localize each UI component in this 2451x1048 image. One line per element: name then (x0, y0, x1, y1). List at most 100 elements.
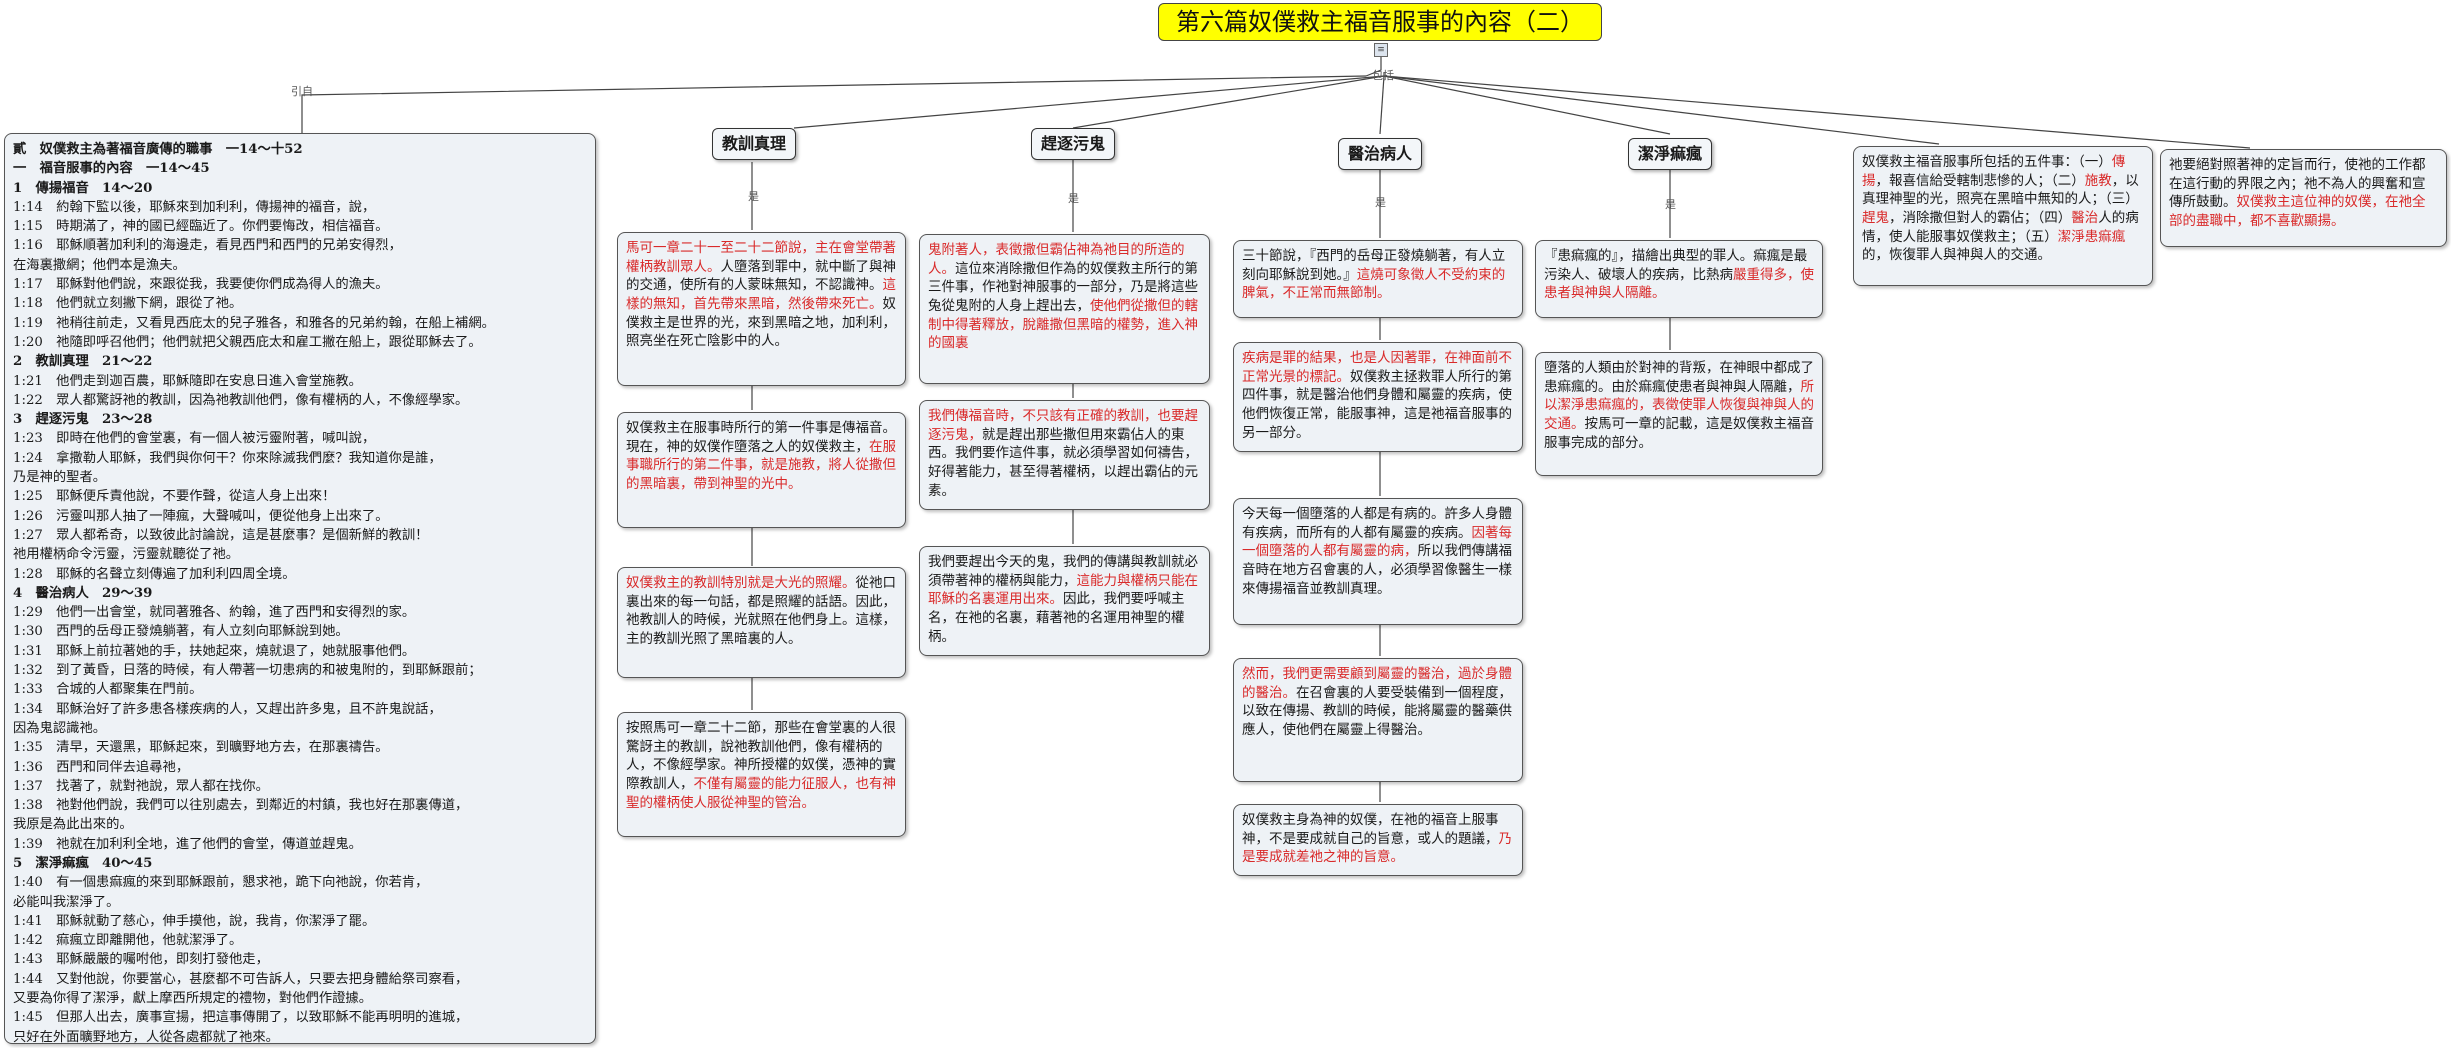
highlight-text: 嚴重得多，使患者與神與人隔離。 (1544, 266, 1814, 302)
scripture-verse: 1:41 耶穌就動了慈心，伸手摸他，說，我肯，你潔淨了罷。 (13, 913, 376, 929)
scripture-verse: 1:37 找著了，就對祂說，眾人都在找你。 (13, 778, 269, 794)
scripture-verse: 1:39 祂就在加利利全地，進了他們的會堂，傳道並趕鬼。 (13, 836, 362, 852)
note-text: 祂要絕對照著神的定旨而行，使祂的工作都在這行動的界限之內；祂不為人的興奮和宣傳所… (2169, 157, 2426, 211)
scripture-verse: 1:40 有一個患痲瘋的來到耶穌跟前，懇求祂，跪下向祂說，你若肯， (13, 875, 429, 891)
scripture-verse: 1:34 耶穌治好了許多患各樣疾病的人，又趕出許多鬼，且不許鬼說話， (13, 701, 442, 717)
scripture-verse: 因為鬼認識祂。 (13, 720, 107, 736)
scripture-verse: 1:45 但那人出去，廣事宣揚，把這事傳開了，以致耶穌不能再明明的進城， (13, 1010, 469, 1026)
topic-cast-demons[interactable]: 趕逐污鬼 (1031, 128, 1115, 160)
highlight-text: 疾病是罪的結果，也是人因著罪，在神面前不正常光景的標記。 (1242, 350, 1512, 385)
highlight-text: 馬可一章二十一至二十二節說，主在會堂帶著權柄教訓眾人。 (626, 240, 896, 275)
note-text: 按馬可一章的記載，這是奴僕救主福音服事完成的部分。 (1544, 415, 1814, 451)
topic-teach-truth[interactable]: 教訓真理 (712, 128, 796, 160)
scripture-verse: 1:21 他們走到迦百農，耶穌隨即在安息日進入會堂施教。 (13, 373, 362, 389)
scripture-verse: 1:42 痲瘋立即離開他，他就潔淨了。 (13, 933, 243, 949)
note-text: 所以我們傳講福音時在地方召會裏的人，必須學習像醫生一樣來傳揚福音並教訓真理。 (1242, 543, 1512, 597)
scripture-verse: 1:36 西門和同伴去追尋祂， (13, 759, 190, 775)
highlight-text: 乃是要成就差祂之神的旨意。 (1242, 830, 1512, 866)
scripture-heading: 4 醫治病人 29～39 (13, 585, 153, 601)
topic-cleanse-leper[interactable]: 潔淨痲瘋 (1628, 138, 1712, 170)
note-demon-2: 我們傳福音時，不只該有正確的教訓，也要趕逐污鬼，就是趕出那些撒但用來霸佔人的東西… (919, 400, 1210, 510)
highlight-text: 所以潔淨患痲瘋的，表徵使罪人恢復與神與人的交通。 (1544, 378, 1814, 432)
branch-leprosy (1383, 75, 1671, 135)
scripture-heading: 3 趕逐污鬼 23～28 (13, 412, 153, 428)
note-heal-2: 疾病是罪的結果，也是人因著罪，在神面前不正常光景的標記。奴僕救主拯救罪人所行的第… (1233, 342, 1523, 452)
scripture-verse: 1:32 到了黃昏，日落的時候，有人帶著一切患病的和被鬼附的，到耶穌跟前； (13, 663, 482, 679)
note-teach-1: 馬可一章二十一至二十二節說，主在會堂帶著權柄教訓眾人。人墮落到罪中，就中斷了與神… (617, 232, 906, 386)
cite-connector (301, 75, 1367, 133)
scripture-verse: 1:24 拿撒勒人耶穌，我們與你何干？你來除滅我們麼？我知道你是誰， (13, 450, 442, 466)
scripture-verse: 1:20 祂隨即呼召他們；他們就把父親西庇太和雇工撇在船上，跟從耶穌去了。 (13, 334, 482, 350)
branch-demon (1072, 75, 1385, 129)
scripture-verse: 只好在外面曠野地方，人從各處都就了祂來。 (13, 1029, 279, 1045)
highlight-text: 鬼附著人，表徵撒但霸佔神為祂目的所造的人。 (928, 242, 1185, 277)
highlight-text: 在服事職所行的第二件事，就是施教，將人從撒但的黑暗裏，帶到神聖的光中。 (626, 438, 896, 492)
branch-five (1383, 75, 1940, 145)
scripture-verse: 1:38 祂對他們說，我們可以往別處去，到鄰近的村鎮，我也好在那裏傳道， (13, 798, 469, 814)
note-heal-5: 奴僕救主身為神的奴僕，在祂的福音上服事神，不是要成就自己的旨意，或人的題議，乃是… (1233, 804, 1523, 876)
scripture-heading: 1 傳揚福音 14～20 (13, 180, 153, 196)
highlight-text: 我們傳福音時，不只該有正確的教訓，也要趕逐污鬼， (928, 408, 1198, 443)
note-text: 墮落的人類由於對神的背叛，在神眼中都成了患痲瘋的。由於痲瘋使患者與神與人隔離， (1544, 360, 1814, 395)
highlight-text: 不僅有屬靈的能力征服人，也有神聖的權柄使人服從神聖的管治。 (626, 775, 896, 811)
highlight-text: 使他們從撒但的轄制中得著釋放，脫離撒但黑暗的權勢，進入神的國裏 (928, 297, 1198, 352)
scripture-heading: 一 福音服事的內容 一14～45 (13, 161, 210, 177)
topic-heal-sick[interactable]: 醫治病人 (1338, 138, 1422, 170)
note-heal-3: 今天每一個墮落的人都是有病的。許多人身體有疾病，而所有的人都有屬靈的疾病。因著每… (1233, 498, 1523, 625)
highlight-text: 因著每一個墮落的人都有屬靈的病， (1242, 524, 1512, 560)
note-text: 人的病情，使人能服事奴僕救主；（五） (1862, 209, 2139, 245)
scripture-verse: 1:28 耶穌的名聲立刻傳遍了加利利四周全境。 (13, 566, 296, 582)
note-text: 這位來消除撒但作為的奴僕救主所行的第三件事，作祂對神服事的一部分，乃是將這些兔從… (928, 260, 1198, 314)
note-text: 今天每一個墮落的人都是有病的。許多人身體有疾病，而所有的人都有屬靈的疾病。 (1242, 506, 1512, 541)
cite-label: 引自 (291, 85, 313, 98)
note-leprosy-1: 『患痲瘋的』，描繪出典型的罪人。痲瘋是最污染人、破壞人的疾病，比熱病嚴重得多，使… (1535, 240, 1823, 318)
scripture-verse: 必能叫我潔淨了。 (13, 894, 120, 910)
note-text: 奴僕救主是世界的光，來到黑暗之地，加利利，照亮坐在死亡陰影中的人。 (626, 295, 896, 350)
highlight-text: 傳揚 (1862, 154, 2126, 189)
branch-follow (1383, 75, 2251, 149)
note-text: 我們要趕出今天的鬼，我們的傳講與教訓就必須帶著神的權柄與能力， (928, 554, 1198, 589)
scripture-verse: 1:44 又對他說，你要當心，甚麼都不可告訴人，只要去把身體給祭司察看， (13, 971, 469, 987)
scripture-verse: 1:17 耶穌對他們說，來跟從我，我要使你們成為得人的漁夫。 (13, 277, 389, 293)
scripture-verse: 1:14 約翰下監以後，耶穌來到加利利，傳揚神的福音，說， (13, 199, 376, 215)
scripture-verse: 1:35 清早，天還黑，耶穌起來，到曠野地方去，在那裏禱告。 (13, 740, 389, 756)
note-text: 人墮落到罪中，就中斷了與神的交通，使所有的人蒙昧無知，不認識神。 (626, 258, 896, 294)
highlight-text: 這樣的無知，首先帶來黑暗，然後帶來死亡。 (626, 277, 896, 312)
note-heal-1: 三十節說，『西門的岳母正發燒躺著，有人立刻向耶穌說到她。』這燒可象徵人不受約束的… (1233, 240, 1523, 318)
scripture-verse: 1:26 污靈叫那人抽了一陣瘋，大聲喊叫，便從他身上出來了。 (13, 508, 389, 524)
scripture-verse: 1:29 他們一出會堂，就同著雅各、約翰，進了西門和安得烈的家。 (13, 605, 416, 621)
demon-summary-label: 是 (1068, 192, 1079, 205)
scripture-verse: 1:30 西門的岳母正發燒躺著，有人立刻向耶穌說到她。 (13, 624, 349, 640)
note-text: 從祂口裏出來的每一句話，都是照耀的話語。因此，祂教訓人的時候，光就照在他們身上。… (626, 575, 896, 647)
note-text: 『患痲瘋的』，描繪出典型的罪人。痲瘋是最污染人、破壞人的疾病，比熱病 (1544, 248, 1808, 283)
note-heal-4: 然而，我們更需要顧到屬靈的醫治，過於身體的醫治。在召會裏的人要受裝備到一個程度，… (1233, 658, 1523, 782)
scripture-verse: 1:18 他們就立刻撇下網，跟從了祂。 (13, 296, 243, 312)
heal-summary-label: 是 (1375, 196, 1386, 209)
note-text: 奴僕救主身為神的奴僕，在祂的福音上服事神，不是要成就自己的旨意，或人的題議， (1242, 812, 1499, 847)
note-follow-god: 祂要絕對照著神的定旨而行，使祂的工作都在這行動的界限之內；祂不為人的興奮和宣傳所… (2160, 149, 2447, 247)
note-text: 三十節說，『西門的岳母正發燒躺著，有人立刻向耶穌說到她。』 (1242, 248, 1506, 283)
note-text: ，消除撒但對人的霸佔；（四） (1889, 209, 2072, 226)
highlight-text: 趕鬼 (1862, 209, 1889, 226)
note-text: 因此，我們要呼喊主名，在祂的名裏，藉著祂的名運用神聖的權柄。 (928, 591, 1185, 645)
include-label: 包括 (1372, 69, 1394, 82)
scripture-verse: 1:22 眾人都驚訝祂的教訓，因為祂教訓他們，像有權柄的人，不像經學家。 (13, 392, 469, 408)
branch-heal (1379, 75, 1385, 135)
note-text: 的，恢復罪人與神與人的交通。 (1862, 247, 2051, 264)
scripture-heading: 5 潔淨痲瘋 40～45 (13, 855, 153, 871)
highlight-text: 醫治 (2071, 209, 2099, 226)
highlight-text: 潔淨患痲瘋 (2057, 228, 2126, 245)
highlight-text: 奴僕救主這位神的奴僕，在祂全部的盡職中，都不喜歡顯揚。 (2169, 194, 2426, 229)
highlight-text: 施教 (2084, 172, 2112, 189)
scripture-verse: 1:31 耶穌上前拉著她的手，扶她起來，燒就退了，她就服事他們。 (13, 643, 416, 659)
note-teach-2: 奴僕救主在服事時所行的第一件事是傳福音。現在，神的奴僕作墮落之人的奴僕救主，在服… (617, 412, 906, 528)
scripture-verse: 1:15 時期滿了，神的國已經臨近了。你們要悔改，相信福音。 (13, 219, 389, 235)
note-teach-4: 按照馬可一章二十二節，那些在會堂裏的人很驚訝主的教訓，說祂教訓他們，像有權柄的人… (617, 712, 906, 837)
note-demon-3: 我們要趕出今天的鬼，我們的傳講與教訓就必須帶著神的權柄與能力，這能力與權柄只能在… (919, 546, 1210, 656)
note-text: 按照馬可一章二十二節，那些在會堂裏的人很驚訝主的教訓，說祂教訓他們，像有權柄的人… (626, 720, 896, 792)
scripture-verse: 1:19 祂稍往前走，又看見西庇太的兒子雅各，和雅各的兄弟約翰，在船上補網。 (13, 315, 495, 331)
scripture-verse: 1:25 耶穌便斥責他說，不要作聲，從這人身上出來！ (13, 489, 336, 505)
note-five-things: 奴僕救主福音服事所包括的五件事：（一）傳揚，報喜信給受轄制悲慘的人；（二）施教，… (1853, 146, 2153, 286)
note-text: 奴僕救主拯救罪人所行的第四件事，就是醫治他們身體和屬靈的疾病，使他們恢復正常，能… (1242, 368, 1512, 441)
